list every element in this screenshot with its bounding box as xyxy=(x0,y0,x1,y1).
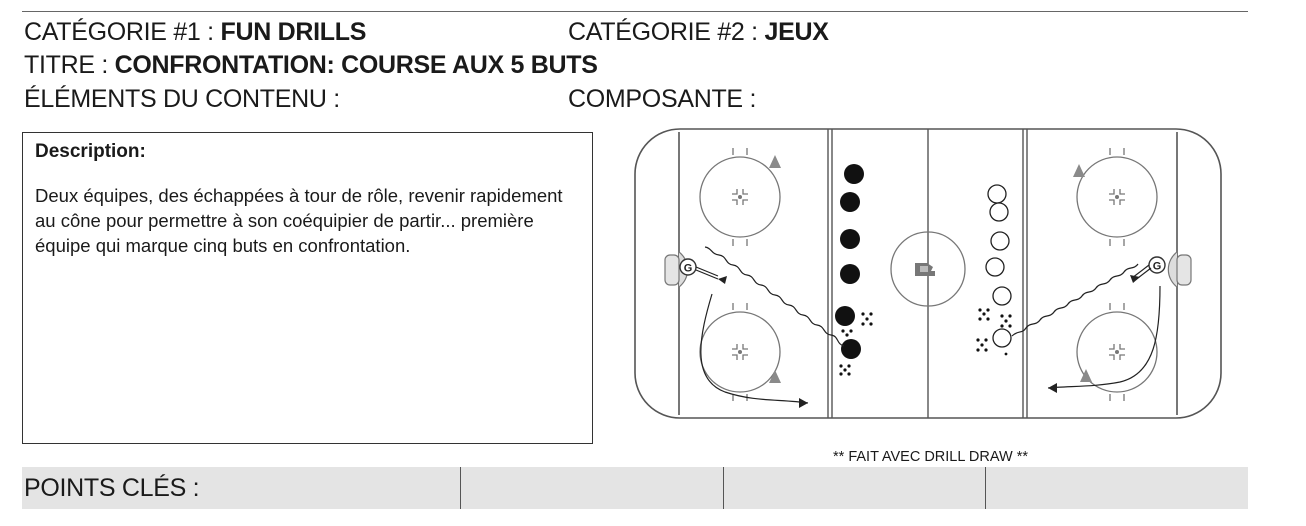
rink-diagram: G G xyxy=(634,128,1222,419)
component-label: COMPOSANTE : xyxy=(568,85,757,113)
svg-text:G: G xyxy=(684,263,693,275)
category-2: CATÉGORIE #2 : JEUX xyxy=(568,18,829,46)
center-logo-icon xyxy=(915,263,935,276)
pass-line-left xyxy=(695,266,719,277)
top-rule xyxy=(22,11,1248,12)
pucks-icon xyxy=(839,308,1012,376)
drill-title: TITRE : CONFRONTATION: COURSE AUX 5 BUTS xyxy=(24,51,598,79)
skate-path-right-return xyxy=(1047,285,1161,389)
net-left-icon xyxy=(664,254,680,286)
team-white-players xyxy=(985,184,1012,348)
svg-text:G: G xyxy=(1153,261,1162,273)
cone-icon xyxy=(769,155,781,168)
description-box: Description: Deux équipes, des échappées… xyxy=(22,132,593,444)
crease-right xyxy=(1167,251,1178,288)
skate-path-left-wavy xyxy=(704,246,845,347)
key-points-bar: POINTS CLÉS : xyxy=(22,467,1248,509)
content-elements-label: ÉLÉMENTS DU CONTENU : xyxy=(24,85,340,113)
pass-line-right xyxy=(1131,264,1150,279)
center-circle xyxy=(890,231,966,307)
faceoff-circle-bottom-left xyxy=(699,303,781,401)
description-text: Deux équipes, des échappées à tour de rô… xyxy=(35,185,563,256)
team-black-players xyxy=(835,164,864,359)
credit-text: ** FAIT AVEC DRILL DRAW ** xyxy=(833,449,1028,465)
description-title: Description: xyxy=(35,141,146,162)
goalie-left-icon: G xyxy=(679,258,697,276)
key-points-divider xyxy=(723,467,724,509)
pass-line-right-b xyxy=(1133,267,1152,282)
category-1: CATÉGORIE #1 : FUN DRILLS xyxy=(24,18,367,46)
goalie-right-icon: G xyxy=(1148,256,1166,274)
cone-icon xyxy=(769,370,781,383)
key-points-divider xyxy=(985,467,986,509)
pass-line-left-b xyxy=(695,269,719,280)
faceoff-circle-top-right xyxy=(1076,148,1158,246)
faceoff-circle-top-left xyxy=(699,148,781,246)
cone-icon xyxy=(1080,369,1092,382)
skate-path-left-return xyxy=(700,293,809,404)
faceoff-circle-bottom-right xyxy=(1076,303,1158,401)
net-right-icon xyxy=(1176,254,1192,286)
key-points-label: POINTS CLÉS : xyxy=(24,474,200,502)
key-points-divider xyxy=(460,467,461,509)
skate-path-right-wavy xyxy=(1011,263,1139,337)
cone-icon xyxy=(1073,164,1085,177)
